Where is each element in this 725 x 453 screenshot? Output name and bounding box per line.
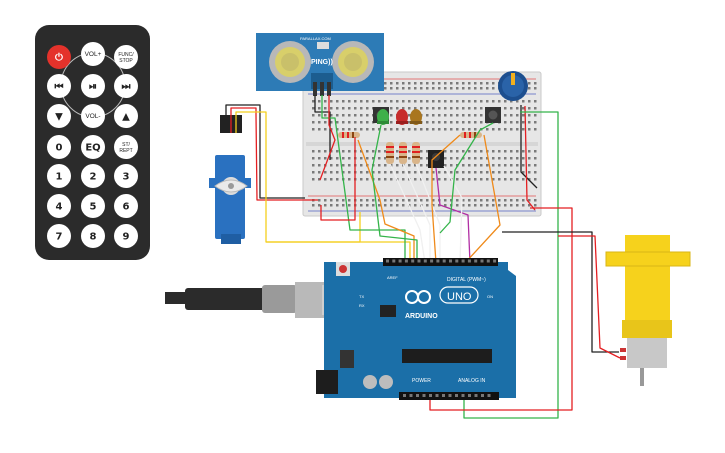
remote-button-two[interactable]: 2	[81, 164, 105, 188]
remote-button-up[interactable]: ▲	[114, 104, 138, 128]
arduino-uno-board[interactable]: ARDUINO UNO DIGITAL (PWM~) ANALOG IN POW…	[316, 258, 516, 400]
resistor-4[interactable]	[412, 142, 420, 164]
remote-button-prev[interactable]: ⏮	[47, 74, 71, 98]
remote-button-four[interactable]: 4	[47, 194, 71, 218]
wires	[225, 95, 621, 419]
remote-button-label: 2	[90, 172, 97, 183]
arduino-logo-icon	[405, 290, 431, 304]
remote-button-st-rept[interactable]: ST/REPT	[114, 135, 138, 159]
remote-button-label: 5	[90, 202, 97, 213]
remote-button-label: 7	[56, 232, 63, 243]
remote-button-seven[interactable]: 7	[47, 224, 71, 248]
remote-button-label: ⏮	[55, 82, 64, 93]
remote-button-vol-up[interactable]: VOL+	[81, 42, 105, 66]
remote-button-label: 1	[56, 172, 63, 183]
remote-button-label: 4	[56, 202, 63, 213]
remote-button-func-stop[interactable]: FUNC/STOP	[114, 45, 138, 69]
tx-label: TX	[359, 294, 364, 299]
remote-button-six[interactable]: 6	[114, 194, 138, 218]
arduino-brand-label: ARDUINO	[405, 313, 438, 320]
remote-button-play-pause[interactable]: ⏯	[81, 74, 105, 98]
remote-button-label: REPT	[119, 148, 132, 154]
remote-button-label: VOL-	[85, 113, 100, 120]
remote-button-label: 0	[56, 143, 63, 154]
remote-button-label: ⏯	[89, 82, 97, 93]
remote-button-label: FUNC/	[118, 52, 134, 58]
remote-button-label: ST/	[122, 142, 130, 148]
ir-receiver[interactable]	[428, 150, 444, 168]
servo-motor[interactable]	[209, 115, 251, 244]
usb-cable	[165, 282, 334, 318]
remote-button-label: ▼	[55, 112, 63, 123]
led-orange[interactable]	[410, 109, 422, 125]
remote-button-label: EQ	[85, 143, 100, 154]
remote-button-one[interactable]: 1	[47, 164, 71, 188]
analog-pins-label: ANALOG IN	[458, 378, 486, 384]
ultrasonic-sensor[interactable]: PING)) PARALLAX.COM	[256, 33, 384, 96]
aref-label: AREF	[387, 275, 398, 280]
digital-pins-label: DIGITAL (PWM~)	[447, 277, 486, 283]
resistor-2[interactable]	[386, 142, 394, 164]
remote-button-label: ⏻	[55, 52, 63, 64]
resistor-1[interactable]	[338, 132, 360, 138]
remote-button-label: 9	[123, 232, 130, 243]
remote-button-three[interactable]: 3	[114, 164, 138, 188]
pin-headers	[386, 259, 497, 397]
on-label: ON	[487, 294, 493, 299]
potentiometer[interactable]	[498, 71, 528, 101]
remote-button-label: VOL+	[85, 51, 102, 58]
dc-motor[interactable]	[605, 235, 691, 386]
remote-button-power[interactable]: ⏻	[47, 45, 71, 69]
arduino-model-label: UNO	[447, 291, 472, 303]
remote-button-label: ▲	[122, 112, 130, 123]
remote-button-vol-down[interactable]: VOL-	[81, 104, 105, 128]
remote-button-eq[interactable]: EQ	[81, 135, 105, 159]
remote-button-zero[interactable]: 0	[47, 135, 71, 159]
remote-button-five[interactable]: 5	[81, 194, 105, 218]
remote-button-label: STOP	[119, 58, 133, 64]
led-red[interactable]	[396, 109, 408, 125]
remote-button-label: 6	[123, 202, 130, 213]
remote-button-next[interactable]: ⏭	[114, 74, 138, 98]
remote-button-label: 8	[90, 232, 97, 243]
remote-buttons: ⏻ VOL+ FUNC/STOP ⏮ ⏯ ⏭ ▼ VOL- ▲ 0 EQ ST/REPT 1 2 3 4 5 6 7…	[47, 42, 138, 248]
pushbutton-right[interactable]	[485, 107, 501, 123]
ultrasonic-header-label: PARALLAX.COM	[300, 36, 331, 41]
led-green[interactable]	[377, 109, 389, 125]
remote-button-label: 3	[123, 172, 130, 183]
remote-button-label: ⏭	[122, 82, 131, 93]
remote-button-down[interactable]: ▼	[47, 104, 71, 128]
resistor-3[interactable]	[399, 142, 407, 164]
rx-label: RX	[359, 303, 365, 308]
remote-button-eight[interactable]: 8	[81, 224, 105, 248]
power-pins-label: POWER	[412, 378, 431, 384]
remote-button-nine[interactable]: 9	[114, 224, 138, 248]
ultrasonic-model-label: PING))	[311, 59, 333, 66]
